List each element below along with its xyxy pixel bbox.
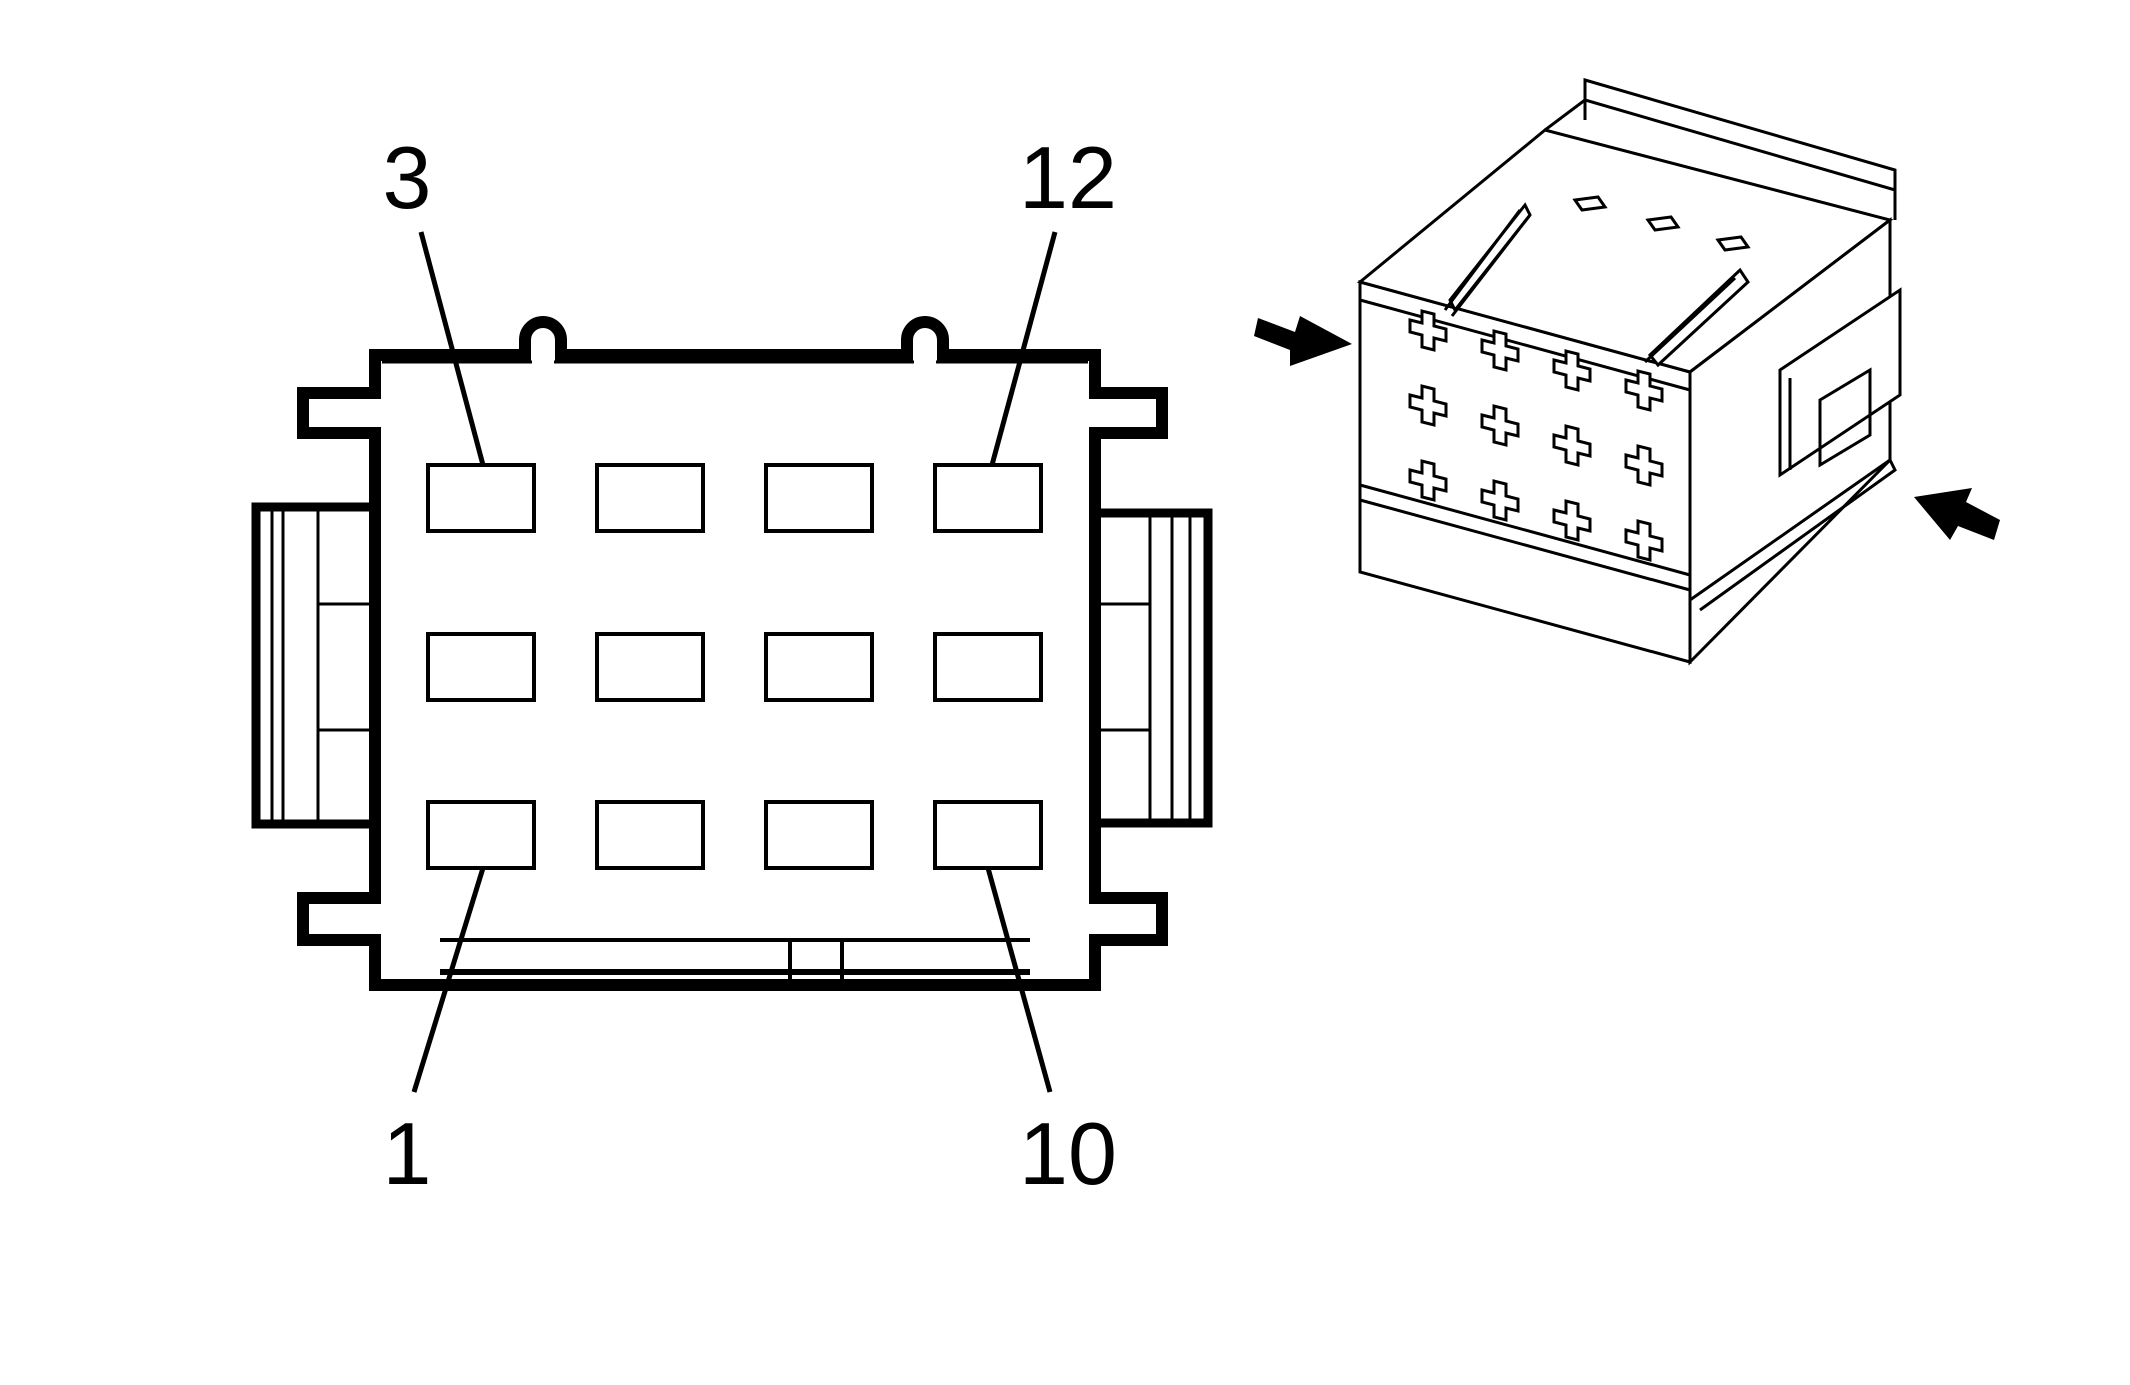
iso-side-latch [1778,287,1902,478]
pin-cavity [933,632,1043,702]
iso-pin-cavities [1408,309,1664,562]
right-latch [1090,508,1213,828]
left-latch [251,502,380,829]
arrow-right-icon [1914,488,2000,540]
leader-line-pin-1 [411,867,486,1093]
pin-cavity [595,463,705,533]
pin-label-12: 12 [1019,128,1117,227]
arrow-left-icon [1254,316,1352,366]
pin-cavity-10 [933,800,1043,870]
leader-line-pin-12 [989,231,1058,466]
leader-lines [411,231,1058,1093]
pin-cavity-3 [426,463,536,533]
pin-cavity-12 [933,463,1043,533]
pin-cavity-1 [426,800,536,870]
leader-line-pin-3 [418,231,486,466]
pin-cavity [595,632,705,702]
pin-cavity [764,463,874,533]
pin-grid [426,463,1043,870]
bottom-rail [440,938,1030,980]
connector-front-view: 3 12 1 10 [251,128,1213,1203]
housing-outline [297,316,1168,991]
pin-cavity [764,632,874,702]
pin-label-1: 1 [383,1104,432,1203]
pin-cavity [764,800,874,870]
pin-cavity [426,632,536,702]
pin-label-10: 10 [1019,1104,1117,1203]
leader-line-pin-10 [985,867,1053,1093]
pin-label-3: 3 [383,128,432,227]
pin-cavity [595,800,705,870]
connector-isometric-view [1356,78,1902,666]
